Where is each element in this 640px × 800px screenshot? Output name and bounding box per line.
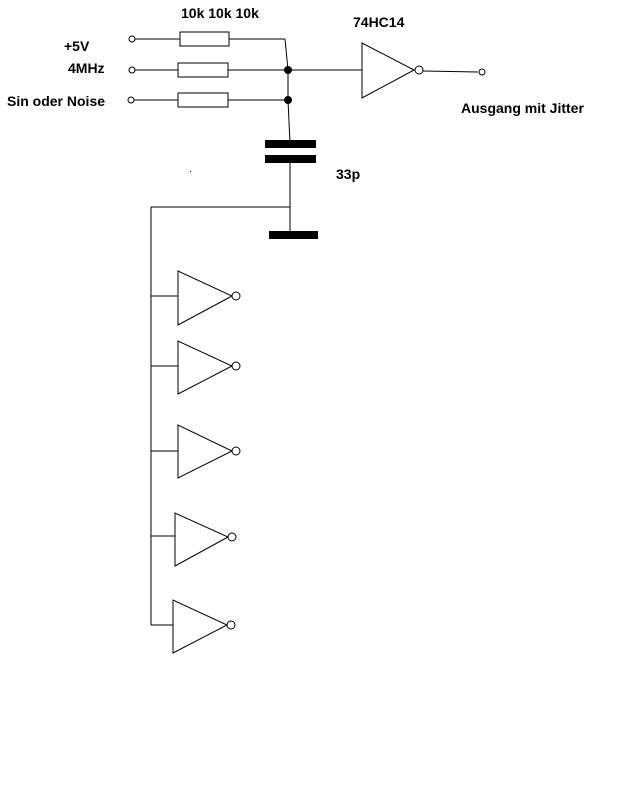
unused-inverter-4 — [151, 512, 237, 567]
capacitor-33p — [265, 140, 316, 163]
input-line-4mhz — [128, 62, 288, 78]
input-line-noise — [127, 92, 288, 108]
input-terminal-5v — [128, 35, 136, 43]
output-terminal — [478, 68, 486, 76]
resistor-2 — [177, 62, 229, 78]
capacitor-plate-top — [265, 140, 316, 148]
unused-inverter-1 — [151, 270, 241, 326]
input-terminal-noise — [127, 96, 135, 104]
unused-inverter-3 — [151, 424, 241, 479]
input-line-5v — [128, 31, 289, 71]
resistors-label: 10k 10k 10k — [181, 5, 259, 21]
resistor-1 — [179, 31, 230, 47]
capacitor-plate-bottom — [265, 155, 316, 163]
main-inverter-bubble — [414, 65, 424, 75]
unused-inverter-2 — [151, 340, 241, 395]
input-label-5v: +5V — [64, 38, 90, 54]
ic-label: 74HC14 — [353, 14, 405, 30]
unused-inverter-2-bubble — [231, 361, 241, 371]
capacitor-label: 33p — [336, 166, 360, 182]
unused-inverter-5-bubble — [226, 620, 236, 630]
output-label: Ausgang mit Jitter — [461, 100, 584, 116]
unused-inverter-3-bubble — [231, 446, 241, 456]
main-inverter — [361, 42, 486, 99]
unused-inverter-5 — [151, 599, 236, 654]
ground-bar — [269, 231, 318, 239]
stray-dot — [190, 171, 191, 172]
unused-inverter-1-bubble — [231, 291, 241, 301]
unused-inverter-4-bubble — [227, 532, 237, 542]
resistor-3 — [177, 92, 229, 108]
input-terminal-4mhz — [128, 66, 136, 74]
input-label-noise: Sin oder Noise — [7, 93, 105, 109]
input-label-4mhz: 4MHz — [68, 60, 105, 76]
